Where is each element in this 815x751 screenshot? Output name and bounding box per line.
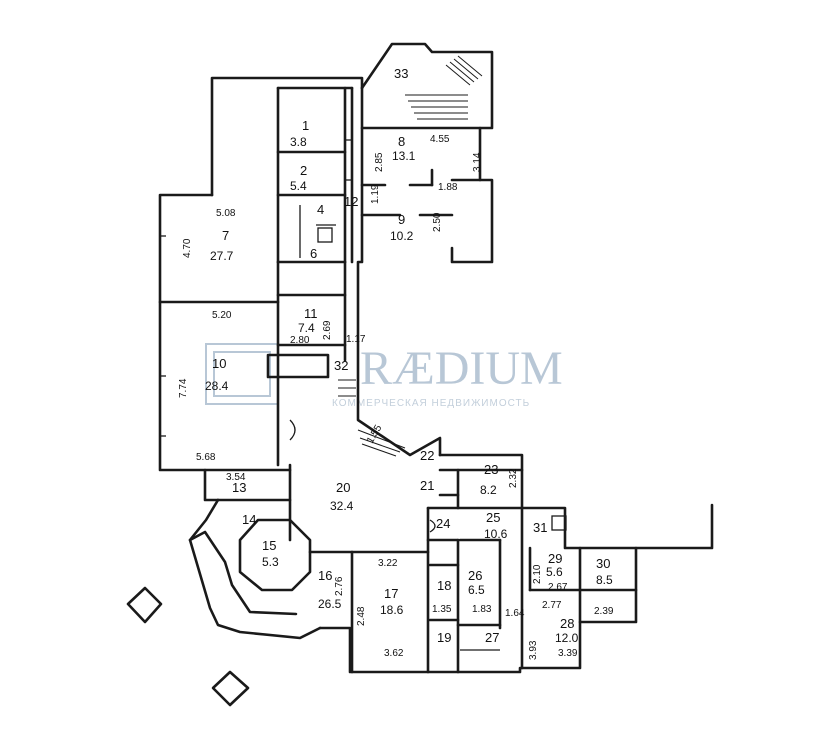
- dim-1-17: 1.17: [346, 334, 366, 345]
- watermark-tagline: КОММЕРЧЕСКАЯ НЕДВИЖИМОСТЬ: [332, 398, 530, 409]
- room-20-area: 32.4: [330, 499, 354, 513]
- dim-3-22: 3.22: [378, 558, 398, 569]
- room-10-area: 28.4: [205, 379, 229, 393]
- room-30-number: 30: [596, 556, 610, 571]
- dim-2-76: 2.76: [334, 576, 345, 596]
- dim-7-74: 7.74: [178, 378, 189, 398]
- stairs: [338, 55, 483, 457]
- room-24-number: 24: [436, 516, 450, 531]
- room-30-area: 8.5: [596, 573, 613, 587]
- dim-2-67: 2.67: [548, 582, 568, 593]
- room-7-area: 27.7: [210, 249, 234, 263]
- door-details: [160, 139, 436, 533]
- dim-2-69: 2.69: [322, 320, 333, 340]
- room-13-number: 13: [232, 480, 246, 495]
- stair-corridor: [338, 379, 406, 457]
- room-25-area: 10.6: [484, 527, 508, 541]
- room-29-number: 29: [548, 551, 562, 566]
- room-17-area: 18.6: [380, 603, 404, 617]
- room-32-number: 32: [334, 358, 348, 373]
- room-20-number: 20: [336, 480, 350, 495]
- dim-1-19: 1.19: [370, 184, 381, 204]
- dim-3-14: 3.14: [472, 152, 483, 172]
- room-31-number: 31: [533, 520, 547, 535]
- watermark: RÆDIUM КОММЕРЧЕСКАЯ НЕДВИЖИМОСТЬ: [205, 342, 563, 409]
- room-26-number: 26: [468, 568, 482, 583]
- dim-2-48: 2.48: [356, 606, 367, 626]
- dim-2-50: 2.50: [432, 212, 443, 232]
- room-7-number: 7: [222, 228, 229, 243]
- dim-3-39: 3.39: [558, 648, 578, 659]
- dim-1-83: 1.83: [472, 604, 492, 615]
- dim-4-70: 4.70: [182, 238, 193, 258]
- outer-walls: [126, 42, 714, 707]
- dim-2-85: 2.85: [374, 152, 385, 172]
- room-28-area: 12.0: [555, 631, 579, 645]
- room-10-number: 10: [212, 356, 226, 371]
- room-14-number: 14: [242, 512, 256, 527]
- room-33-number: 33: [394, 66, 408, 81]
- room-9-area: 10.2: [390, 229, 414, 243]
- room-22-number: 22: [420, 448, 434, 463]
- dim-5-68: 5.68: [196, 452, 216, 463]
- room-21-number: 21: [420, 478, 434, 493]
- room-18-number: 18: [437, 578, 451, 593]
- dim-2-80: 2.80: [290, 335, 310, 346]
- dim-2-39: 2.39: [594, 606, 614, 617]
- room-2-area: 5.4: [290, 179, 307, 193]
- dimension-labels: 5.08 4.70 5.20 7.74 5.68 3.54 4.55 2.85 …: [178, 134, 614, 660]
- dim-2-32: 2.32: [508, 468, 519, 488]
- dim-2-77: 2.77: [542, 600, 562, 611]
- room-6-number: 6: [310, 246, 317, 261]
- interior-walls: [158, 86, 638, 674]
- room-28-number: 28: [560, 616, 574, 631]
- watermark-brand: RÆDIUM: [360, 342, 563, 395]
- room-27-number: 27: [485, 630, 499, 645]
- dim-1-88: 1.88: [438, 182, 458, 193]
- dim-3-54: 3.54: [226, 472, 246, 483]
- room-25-number: 25: [486, 510, 500, 525]
- dim-5-08: 5.08: [216, 208, 236, 219]
- dim-2-10: 2.10: [532, 564, 543, 584]
- room-12-number: 12: [344, 194, 358, 209]
- dim-3-62: 3.62: [384, 648, 404, 659]
- room-1-area: 3.8: [290, 135, 307, 149]
- room-9-number: 9: [398, 212, 405, 227]
- dim-5-20: 5.20: [212, 310, 232, 321]
- room-19-number: 19: [437, 630, 451, 645]
- room-17-number: 17: [384, 586, 398, 601]
- room-16-area: 26.5: [318, 597, 342, 611]
- room-8-area: 13.1: [392, 149, 416, 163]
- room-15-number: 15: [262, 538, 276, 553]
- room-15-area: 5.3: [262, 555, 279, 569]
- room-29-area: 5.6: [546, 565, 563, 579]
- room-23-area: 8.2: [480, 483, 497, 497]
- room-labels: 1 3.8 2 5.4 4 6 7 27.7 8 13.1 9 10.2 10 …: [205, 66, 613, 645]
- room-23-number: 23: [484, 462, 498, 477]
- room-4-number: 4: [317, 202, 324, 217]
- room-11-number: 11: [304, 306, 318, 321]
- external-marker-a: [126, 586, 163, 624]
- room-2-number: 2: [300, 163, 307, 178]
- dim-3-93: 3.93: [528, 640, 539, 660]
- room-1-number: 1: [302, 118, 309, 133]
- room-8-number: 8: [398, 134, 405, 149]
- watermark-logo-inner: [213, 351, 271, 397]
- stair-tower-33: [405, 55, 483, 120]
- room-26-area: 6.5: [468, 583, 485, 597]
- dim-1-35: 1.35: [432, 604, 452, 615]
- room-16-number: 16: [318, 568, 332, 583]
- external-marker-b: [211, 670, 250, 707]
- dim-1-64: 1.64: [505, 608, 525, 619]
- dim-4-55: 4.55: [430, 134, 450, 145]
- room-11-area: 7.4: [298, 321, 315, 335]
